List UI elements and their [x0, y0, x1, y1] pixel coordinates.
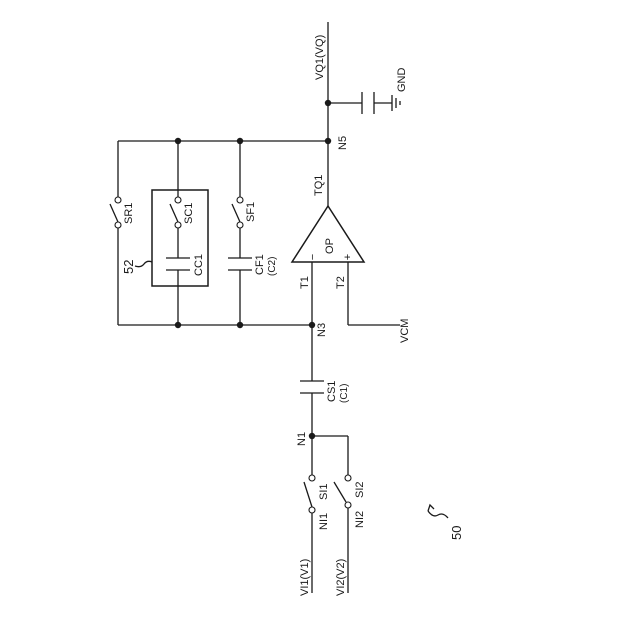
label-tq1: TQ1 [313, 175, 325, 196]
label-vcm: VCM [399, 319, 411, 343]
switch-si1 [304, 475, 315, 513]
label-gnd: GND [396, 68, 408, 93]
switch-sc1 [170, 197, 181, 228]
label-sc1: SC1 [183, 203, 195, 224]
label-sf1: SF1 [245, 202, 257, 222]
junction-gnd-cap [325, 100, 331, 106]
switch-sf1 [232, 197, 243, 228]
opamp-minus-sign: − [307, 254, 319, 260]
label-ni2: NI2 [354, 511, 366, 528]
figure-arrow-head [428, 505, 434, 511]
wires [118, 22, 400, 593]
junction-cc1-bottom [175, 322, 181, 328]
junction-n3 [309, 322, 315, 328]
opamp-label: OP [324, 238, 336, 254]
switch-sr1 [110, 197, 121, 228]
label-n1: N1 [296, 432, 308, 446]
capacitor-cf1 [228, 258, 252, 270]
label-cf1-alt: (C2) [267, 257, 278, 276]
label-vi1: VI1(V1) [299, 559, 311, 596]
label-cs1-alt: (C1) [339, 384, 350, 403]
label-cs1: CS1 [326, 381, 338, 402]
label-si2: SI2 [354, 481, 366, 498]
label-vi2: VI2(V2) [335, 559, 347, 596]
opamp: OP − + [292, 206, 364, 262]
junction-n1 [309, 433, 315, 439]
labels: VI1(V1) VI2(V2) NI1 NI2 SI1 SI2 N1 CS1 (… [121, 35, 464, 596]
switch-si2 [334, 475, 351, 508]
capacitor-gnd [362, 92, 374, 114]
capacitor-cs1 [300, 381, 324, 393]
block-52-leader [135, 261, 152, 266]
label-figure-number: 50 [449, 526, 464, 540]
label-t1: T1 [299, 276, 311, 289]
junction-sf1-top [237, 138, 243, 144]
label-vq1: VQ1(VQ) [314, 35, 326, 80]
label-ni1: NI1 [318, 513, 330, 530]
label-cc1: CC1 [193, 254, 205, 276]
label-si1: SI1 [318, 483, 330, 500]
opamp-plus-sign: + [342, 254, 354, 260]
junction-cf1-bottom [237, 322, 243, 328]
capacitor-cc1 [166, 258, 190, 270]
label-cf1: CF1 [254, 254, 266, 275]
label-n5: N5 [337, 136, 349, 150]
label-t2: T2 [335, 276, 347, 289]
junction-sc1-top [175, 138, 181, 144]
junction-n5 [325, 138, 331, 144]
label-block-52: 52 [121, 260, 136, 274]
figure-arrow [428, 511, 448, 518]
label-sr1: SR1 [123, 203, 135, 224]
label-n3: N3 [316, 323, 328, 337]
